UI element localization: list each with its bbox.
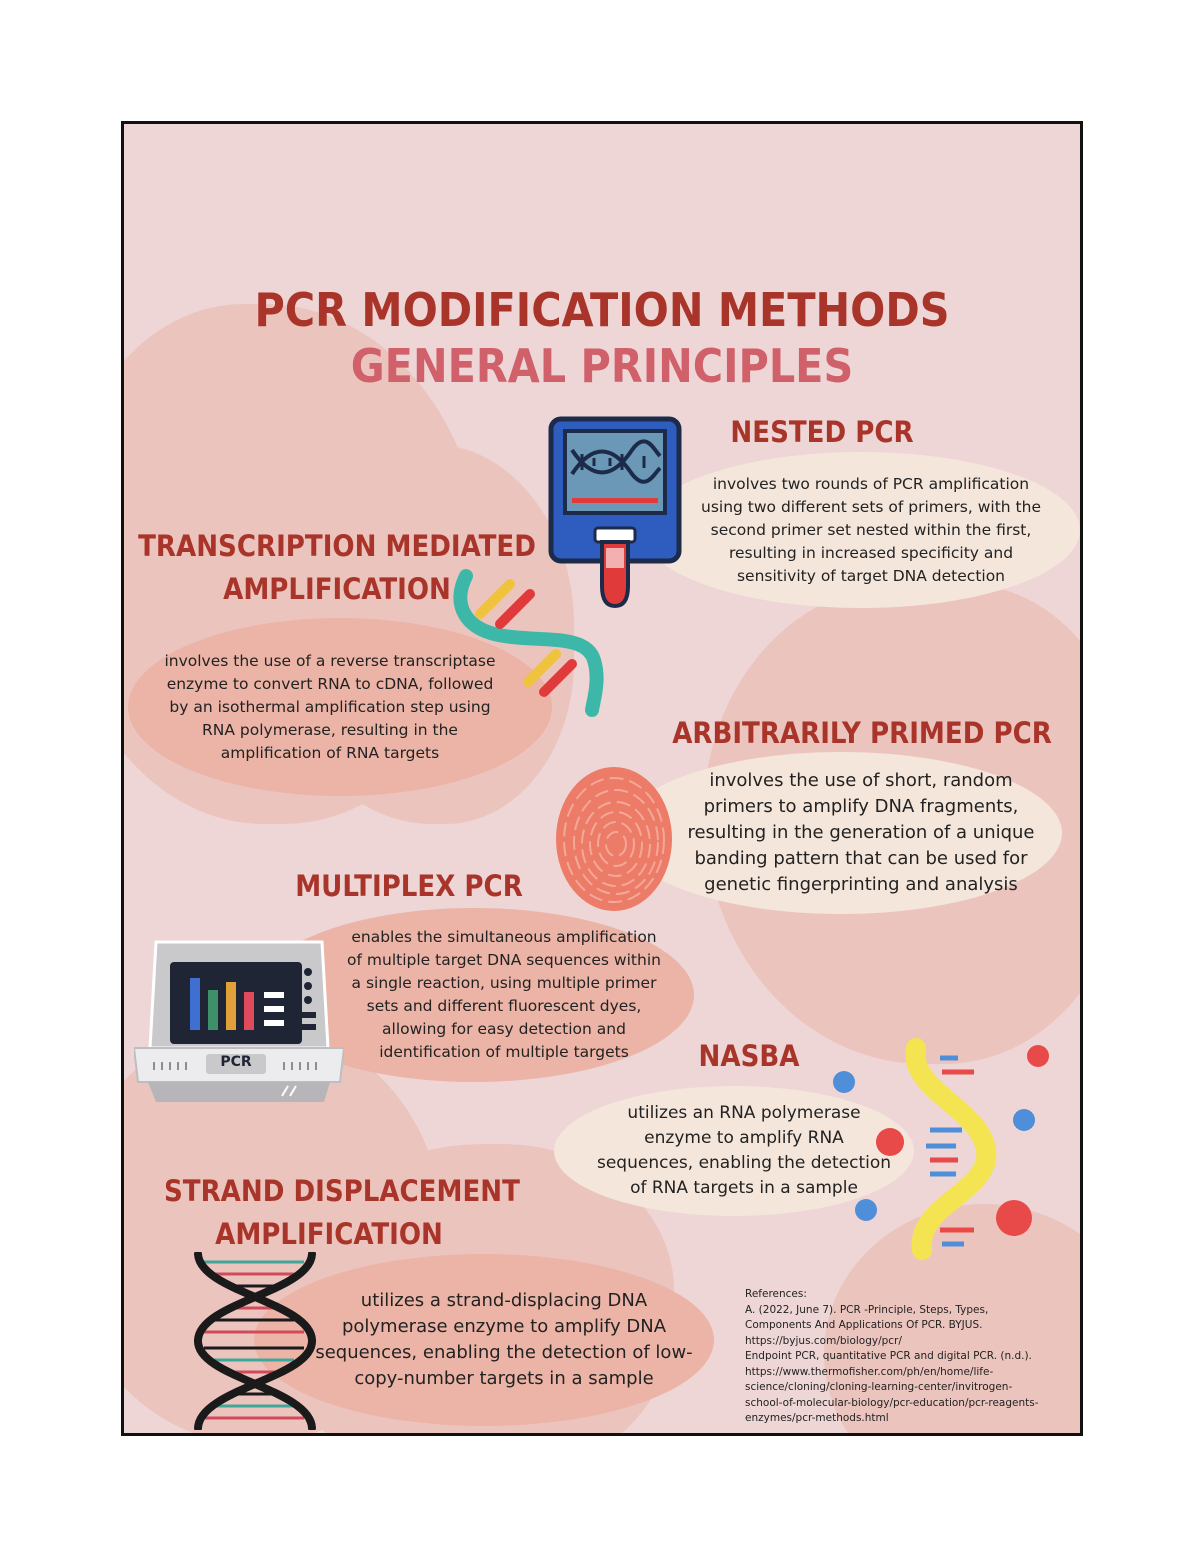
nasba-heading: NASBA <box>698 1039 800 1073</box>
arbitrarily-primed-pcr-description: involves the use of short, random primer… <box>687 770 1035 895</box>
arbitrarily-primed-pcr-heading: ARBITRARILY PRIMED PCR <box>672 716 1052 750</box>
rna-strand-icon <box>453 569 604 717</box>
arbitrarily-primed-pcr-bubble: involves the use of short, random primer… <box>620 752 1062 914</box>
page-subtitle: GENERAL PRINCIPLES <box>350 339 854 393</box>
multiplex-pcr-heading: MULTIPLEX PCR <box>295 869 523 903</box>
references: References: A. (2022, June 7). PCR -Prin… <box>745 1288 1039 1424</box>
dna-helix-icon <box>193 1252 317 1430</box>
sda-heading: STRAND DISPLACEMENT AMPLIFICATION <box>164 1174 520 1251</box>
pcr-machine-icon <box>134 940 344 1102</box>
tma-heading: TRANSCRIPTION MEDIATED AMPLIFICATION <box>138 529 536 606</box>
nested-pcr-description: involves two rounds of PCR amplification… <box>701 474 1041 585</box>
nested-pcr-bubble: involves two rounds of PCR amplification… <box>642 452 1080 608</box>
page-title: PCR MODIFICATION METHODS <box>254 283 950 337</box>
tma-bubble: involves the use of a reverse transcript… <box>128 618 552 796</box>
tma-description: involves the use of a reverse transcript… <box>164 651 496 762</box>
nasba-strand-icon <box>833 1038 1049 1260</box>
nasba-description: utilizes an RNA polymerase enzyme to amp… <box>596 1103 892 1198</box>
infographic-poster: PCR MODIFICATION METHODS GENERAL PRINCIP… <box>121 121 1083 1436</box>
nested-pcr-heading: NESTED PCR <box>730 415 914 449</box>
fingerprint-icon <box>556 767 672 911</box>
pcr-machine-label: PCR <box>220 1054 252 1070</box>
multiplex-pcr-bubble: enables the simultaneous amplification o… <box>254 908 694 1082</box>
nasba-bubble: utilizes an RNA polymerase enzyme to amp… <box>554 1086 914 1216</box>
sda-bubble: utilizes a strand-displacing DNA polymer… <box>254 1254 714 1426</box>
multiplex-pcr-description: enables the simultaneous amplification o… <box>347 928 661 1061</box>
dna-monitor-icon <box>548 416 682 609</box>
sda-description: utilizes a strand-displacing DNA polymer… <box>315 1290 693 1389</box>
